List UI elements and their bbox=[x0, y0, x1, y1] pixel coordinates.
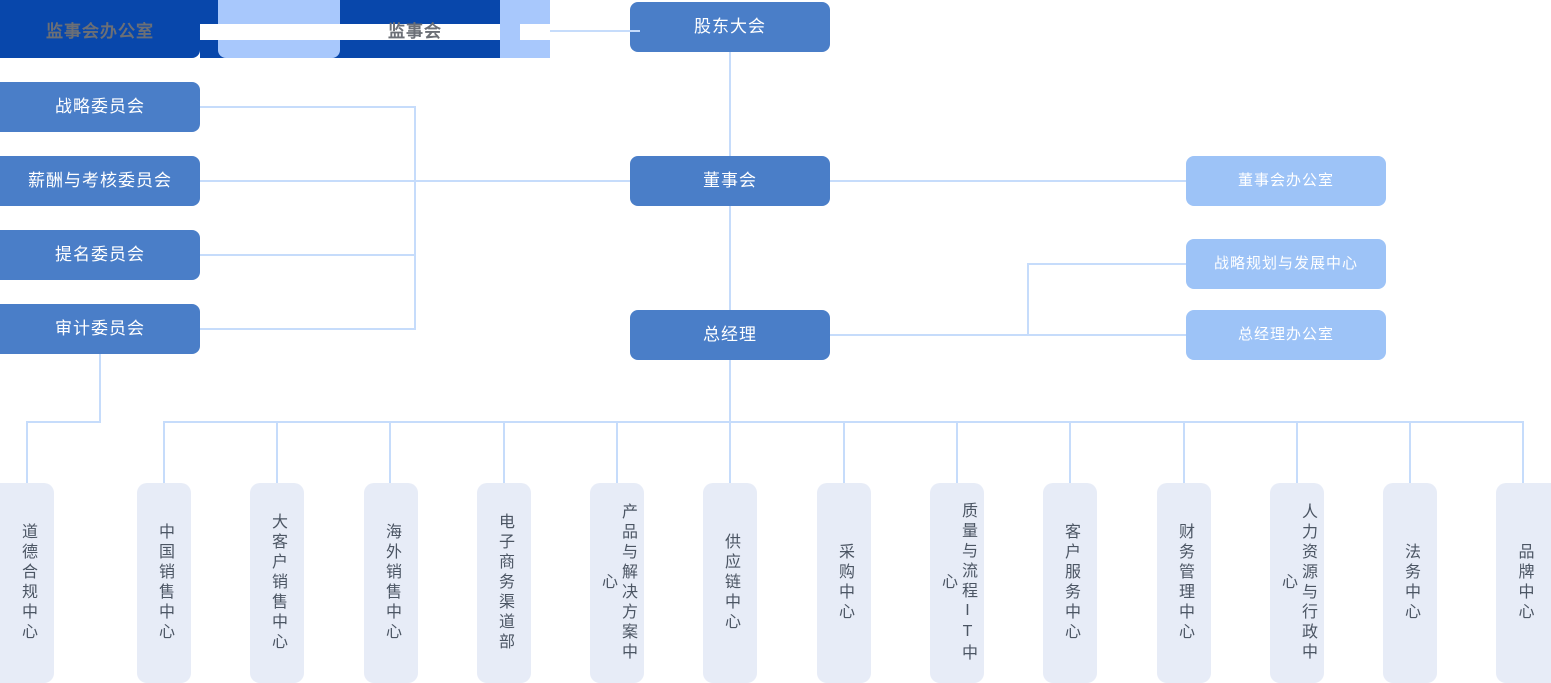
node-product-solution-center[interactable]: 产品与解决方案中心 bbox=[590, 483, 644, 683]
node-quality-process-it-center[interactable]: 质量与流程IT中心 bbox=[930, 483, 984, 683]
banner-band-left bbox=[0, 0, 200, 58]
node-label: 董事会办公室 bbox=[1237, 171, 1334, 189]
connector-center-drop bbox=[389, 421, 391, 483]
node-general-manager[interactable]: 总经理 bbox=[630, 310, 830, 360]
banner-band-mid bbox=[200, 0, 550, 58]
connector-committee-2 bbox=[200, 180, 416, 182]
node-customer-service-center[interactable]: 客户服务中心 bbox=[1043, 483, 1097, 683]
node-remuneration-appraisal-committee[interactable]: 薪酬与考核委员会 bbox=[0, 156, 200, 206]
node-key-account-sales-center[interactable]: 大客户销售中心 bbox=[250, 483, 304, 683]
node-strategic-planning-development-center[interactable]: 战略规划与发展中心 bbox=[1186, 239, 1386, 289]
node-label: 质量与流程IT中心 bbox=[939, 502, 976, 664]
node-label: 监事会 bbox=[388, 21, 442, 41]
node-ecommerce-channel-department[interactable]: 电子商务渠道部 bbox=[477, 483, 531, 683]
connector-board-to-office bbox=[830, 180, 1186, 182]
connector-committee-1 bbox=[200, 106, 416, 108]
node-supervisory-board[interactable]: 监事会 bbox=[310, 0, 520, 58]
node-strategy-committee[interactable]: 战略委员会 bbox=[0, 82, 200, 132]
banner-decor-shape-left bbox=[218, 0, 340, 58]
node-board-of-directors[interactable]: 董事会 bbox=[630, 156, 830, 206]
node-label: 海外销售中心 bbox=[383, 523, 400, 643]
node-china-sales-center[interactable]: 中国销售中心 bbox=[137, 483, 191, 683]
connector-center-drop bbox=[843, 421, 845, 483]
connector-center-drop bbox=[1296, 421, 1298, 483]
node-label: 财务管理中心 bbox=[1176, 523, 1193, 643]
connector-gm-to-gm-office bbox=[830, 334, 1186, 336]
node-label: 战略委员会 bbox=[55, 97, 145, 117]
connector-committee-4 bbox=[200, 328, 416, 330]
node-legal-affairs-center[interactable]: 法务中心 bbox=[1383, 483, 1437, 683]
node-label: 战略规划与发展中心 bbox=[1213, 254, 1358, 272]
node-supervisory-board-office[interactable]: 监事会办公室 bbox=[0, 0, 200, 58]
node-general-manager-office[interactable]: 总经理办公室 bbox=[1186, 310, 1386, 360]
connector-center-drop bbox=[729, 421, 731, 483]
node-hr-administration-center[interactable]: 人力资源与行政中心 bbox=[1270, 483, 1324, 683]
connector-trunk-to-board bbox=[414, 180, 630, 182]
node-label: 大客户销售中心 bbox=[269, 513, 286, 653]
node-label: 电子商务渠道部 bbox=[496, 513, 513, 653]
connector-gm-to-bus bbox=[729, 360, 731, 422]
node-procurement-center[interactable]: 采购中心 bbox=[817, 483, 871, 683]
node-label: 供应链中心 bbox=[722, 533, 739, 633]
connector-center-drop bbox=[616, 421, 618, 483]
node-label: 监事会办公室 bbox=[46, 21, 154, 41]
node-label: 法务中心 bbox=[1402, 543, 1419, 623]
connector-center-drop bbox=[276, 421, 278, 483]
node-label: 品牌中心 bbox=[1515, 543, 1533, 623]
node-label: 总经理 bbox=[703, 325, 757, 345]
node-shareholders-meeting[interactable]: 股东大会 bbox=[630, 2, 830, 52]
connector-board-to-gm bbox=[729, 206, 731, 310]
node-label: 薪酬与考核委员会 bbox=[28, 171, 172, 191]
node-board-office[interactable]: 董事会办公室 bbox=[1186, 156, 1386, 206]
node-nomination-committee[interactable]: 提名委员会 bbox=[0, 230, 200, 280]
connector-center-drop bbox=[503, 421, 505, 483]
connector-center-drop bbox=[956, 421, 958, 483]
connector-center-drop bbox=[1522, 421, 1524, 483]
banner-decor-white-bar bbox=[200, 24, 550, 40]
banner-decor-shape-right bbox=[500, 0, 550, 58]
connector-committee-trunk bbox=[414, 106, 416, 330]
node-overseas-sales-center[interactable]: 海外销售中心 bbox=[364, 483, 418, 683]
node-label: 中国销售中心 bbox=[156, 523, 173, 643]
node-label: 总经理办公室 bbox=[1237, 325, 1334, 343]
connector-shareholders-to-board bbox=[729, 52, 731, 156]
node-label: 人力资源与行政中心 bbox=[1279, 503, 1316, 663]
banner-decor-white-bar-right bbox=[520, 24, 630, 40]
node-label: 股东大会 bbox=[694, 17, 766, 37]
node-ethics-compliance-center[interactable]: 道德合规中心 bbox=[0, 483, 54, 683]
node-audit-committee[interactable]: 审计委员会 bbox=[0, 304, 200, 354]
node-label: 审计委员会 bbox=[55, 319, 145, 339]
node-label: 采购中心 bbox=[836, 543, 853, 623]
connector-center-drop bbox=[1409, 421, 1411, 483]
connector-audit-to-ethics bbox=[26, 421, 101, 423]
connector-riser-to-strategy bbox=[1027, 263, 1186, 265]
node-label: 董事会 bbox=[703, 171, 757, 191]
connector-committee-3 bbox=[200, 254, 416, 256]
connector-audit-drop bbox=[99, 354, 101, 422]
connector-strategy-riser bbox=[1027, 263, 1029, 335]
connector-center-drop bbox=[1183, 421, 1185, 483]
node-label: 提名委员会 bbox=[55, 245, 145, 265]
connector-center-drop bbox=[163, 421, 165, 483]
node-financial-management-center[interactable]: 财务管理中心 bbox=[1157, 483, 1211, 683]
node-label: 客户服务中心 bbox=[1062, 523, 1079, 643]
connector-center-drop bbox=[1069, 421, 1071, 483]
connector-supervisory-to-shareholders bbox=[550, 30, 640, 32]
connector-ethics-stub bbox=[26, 421, 28, 483]
node-label: 道德合规中心 bbox=[19, 523, 36, 643]
node-brand-center[interactable]: 品牌中心 bbox=[1496, 483, 1551, 683]
node-supply-chain-center[interactable]: 供应链中心 bbox=[703, 483, 757, 683]
node-label: 产品与解决方案中心 bbox=[599, 503, 636, 663]
